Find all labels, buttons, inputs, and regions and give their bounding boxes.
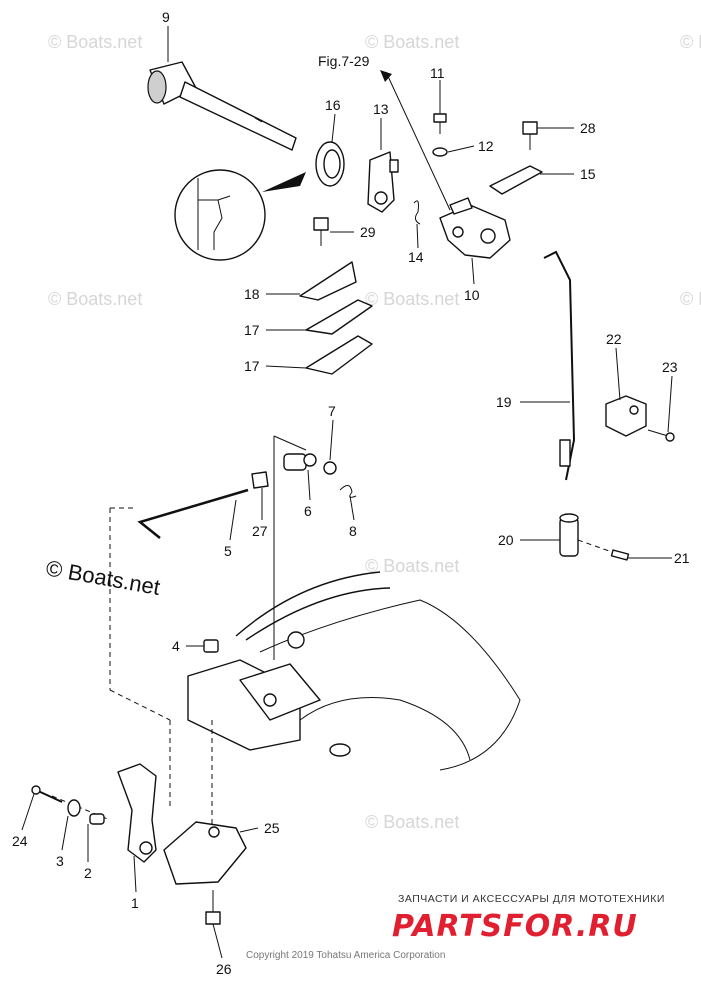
part-25-bracket (163, 821, 247, 885)
callout-12: 12 (478, 138, 494, 154)
part-22-block (605, 395, 647, 437)
callout-21: 21 (674, 550, 690, 566)
callout-20: 20 (498, 532, 514, 548)
part-29-bolt (313, 217, 329, 246)
watermark: © Boats.net (48, 289, 142, 309)
callout-11: 11 (430, 65, 445, 81)
part-21-pin (610, 549, 630, 561)
callout-27: 27 (252, 523, 268, 539)
part-7-washer (323, 461, 337, 475)
callout-18: 18 (244, 286, 260, 302)
part-11-screw (433, 113, 447, 134)
part-10-bracket (439, 197, 511, 259)
callout-labels: 9 16 13 Fig.7-29 11 12 28 15 29 14 10 18… (12, 9, 690, 977)
part-4-nut (203, 639, 219, 653)
part-18-plate (299, 261, 357, 301)
watermark: © Boats.net (365, 812, 459, 832)
part-28-bolt (522, 121, 538, 150)
part-19-end (559, 439, 571, 467)
watermarks: © Boats.net © Boats.net © Boats.net © Bo… (48, 32, 701, 832)
part-19-rod (543, 250, 576, 481)
copyright-text: Copyright 2019 Tohatsu America Corporati… (246, 950, 445, 961)
watermark: © Boats.net (680, 32, 701, 52)
part-15-plate (489, 165, 543, 195)
watermark-dark: © Boats.net (44, 555, 162, 600)
part-17-plate (305, 299, 373, 335)
brand-tagline: ЗАПЧАСТИ И АКСЕССУАРЫ ДЛЯ МОТОТЕХНИКИ (398, 893, 665, 905)
callout-3: 3 (56, 853, 64, 869)
callout-9: 9 (162, 9, 170, 25)
casing-outline (187, 435, 521, 771)
watermark: © Boats.net (365, 556, 459, 576)
callout-28: 28 (580, 120, 596, 136)
part-5-rod (137, 488, 249, 539)
callout-25: 25 (264, 820, 280, 836)
part-20-sleeve (559, 513, 579, 557)
callout-5: 5 (224, 543, 232, 559)
part-26-bolt (205, 890, 221, 925)
callout-29: 29 (360, 224, 376, 240)
part-8-clip (339, 485, 357, 498)
callout-19: 19 (496, 394, 512, 410)
figure-reference: Fig.7-29 (318, 53, 370, 69)
callout-22: 22 (606, 331, 622, 347)
part-24-screw (31, 785, 63, 803)
callout-13: 13 (373, 101, 389, 117)
watermark: © Boats.net (365, 32, 459, 52)
callout-24: 24 (12, 833, 28, 849)
part-6-joint (283, 453, 317, 471)
assembly-lines (51, 507, 213, 830)
callout-26: 26 (216, 961, 232, 977)
part-9-shaft (147, 61, 297, 151)
callout-15: 15 (580, 166, 596, 182)
part-2-collar (89, 813, 105, 825)
callout-14: 14 (408, 249, 424, 265)
leader-lines (21, 26, 673, 959)
callout-8: 8 (349, 523, 357, 539)
part-16-seal (315, 141, 345, 187)
callout-7: 7 (328, 403, 336, 419)
part-1-lever (117, 763, 157, 863)
part-27-nut (251, 471, 269, 489)
part-14-clip (413, 200, 421, 225)
callout-1: 1 (131, 895, 139, 911)
part-13-lever (367, 151, 399, 213)
part-12-washer (432, 147, 448, 157)
callout-16: 16 (325, 97, 341, 113)
brand-logo: PARTSFOR.RU (392, 909, 638, 944)
callout-10: 10 (464, 287, 480, 303)
callout-23: 23 (662, 359, 678, 375)
part-3-washer (67, 799, 81, 817)
callout-4: 4 (172, 638, 180, 654)
watermark: © Boats.net (680, 289, 701, 309)
part-23-screw (647, 429, 675, 442)
callout-17: 17 (244, 322, 260, 338)
watermark: © Boats.net (48, 32, 142, 52)
watermark: © Boats.net (365, 289, 459, 309)
callout-6: 6 (304, 503, 312, 519)
callout-17: 17 (244, 358, 260, 374)
part-17-plate (305, 335, 373, 375)
callout-2: 2 (84, 865, 92, 881)
detail-inset (174, 169, 306, 261)
